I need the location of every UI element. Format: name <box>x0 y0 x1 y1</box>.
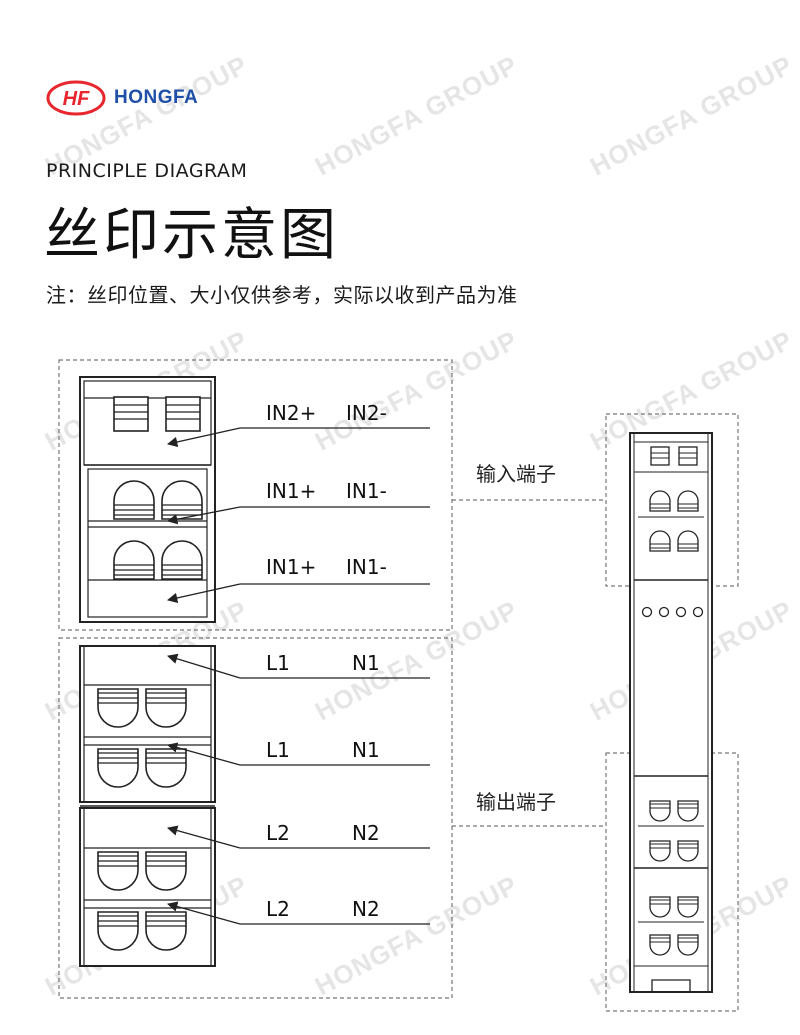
leader-line <box>166 825 241 849</box>
input-terminal-label: 输入端子 <box>476 462 556 486</box>
input-dashed-frame <box>58 359 453 631</box>
terminal-label: N1 <box>352 738 380 762</box>
terminal-label: L2 <box>266 821 290 845</box>
disclaimer-note: 注：丝印位置、大小仅供参考，实际以收到产品为准 <box>46 283 518 307</box>
module-input-dashed-frame <box>605 413 739 587</box>
brand-name: HONGFA <box>114 87 199 108</box>
input-terminal-block <box>79 376 216 623</box>
leader-line <box>167 653 241 679</box>
led-indicator <box>641 606 653 618</box>
led-indicator <box>658 606 670 618</box>
terminal-label: IN1- <box>346 555 387 579</box>
terminal-label: L2 <box>266 897 290 921</box>
terminal-label: IN1- <box>346 479 387 503</box>
leader-line <box>166 742 241 766</box>
brand-logo: HF HONGFA <box>46 80 198 116</box>
leader-line <box>166 506 241 525</box>
terminal-label: IN2- <box>346 401 387 425</box>
output-terminal-block <box>79 645 216 967</box>
output-terminal-label: 输出端子 <box>476 790 556 814</box>
terminal-label: IN1+ <box>266 555 316 579</box>
leader-line <box>166 901 241 925</box>
leader-line <box>166 427 241 448</box>
terminal-label: IN2+ <box>266 401 316 425</box>
led-indicator <box>675 606 687 618</box>
subtitle-en: PRINCIPLE DIAGRAM <box>46 160 248 182</box>
relay-module <box>629 432 713 993</box>
terminal-label: L1 <box>266 738 290 762</box>
svg-text:HF: HF <box>63 88 90 110</box>
led-indicator <box>692 606 704 618</box>
leader-line <box>166 583 241 604</box>
output-dashed-frame <box>58 637 453 999</box>
hongfa-logo-icon: HF <box>46 80 106 116</box>
terminal-label: IN1+ <box>266 479 316 503</box>
terminal-label: N1 <box>352 651 380 675</box>
page-title: 丝印示意图 <box>44 203 339 268</box>
terminal-label: N2 <box>352 897 380 921</box>
terminal-label: N2 <box>352 821 380 845</box>
terminal-label: L1 <box>266 651 290 675</box>
